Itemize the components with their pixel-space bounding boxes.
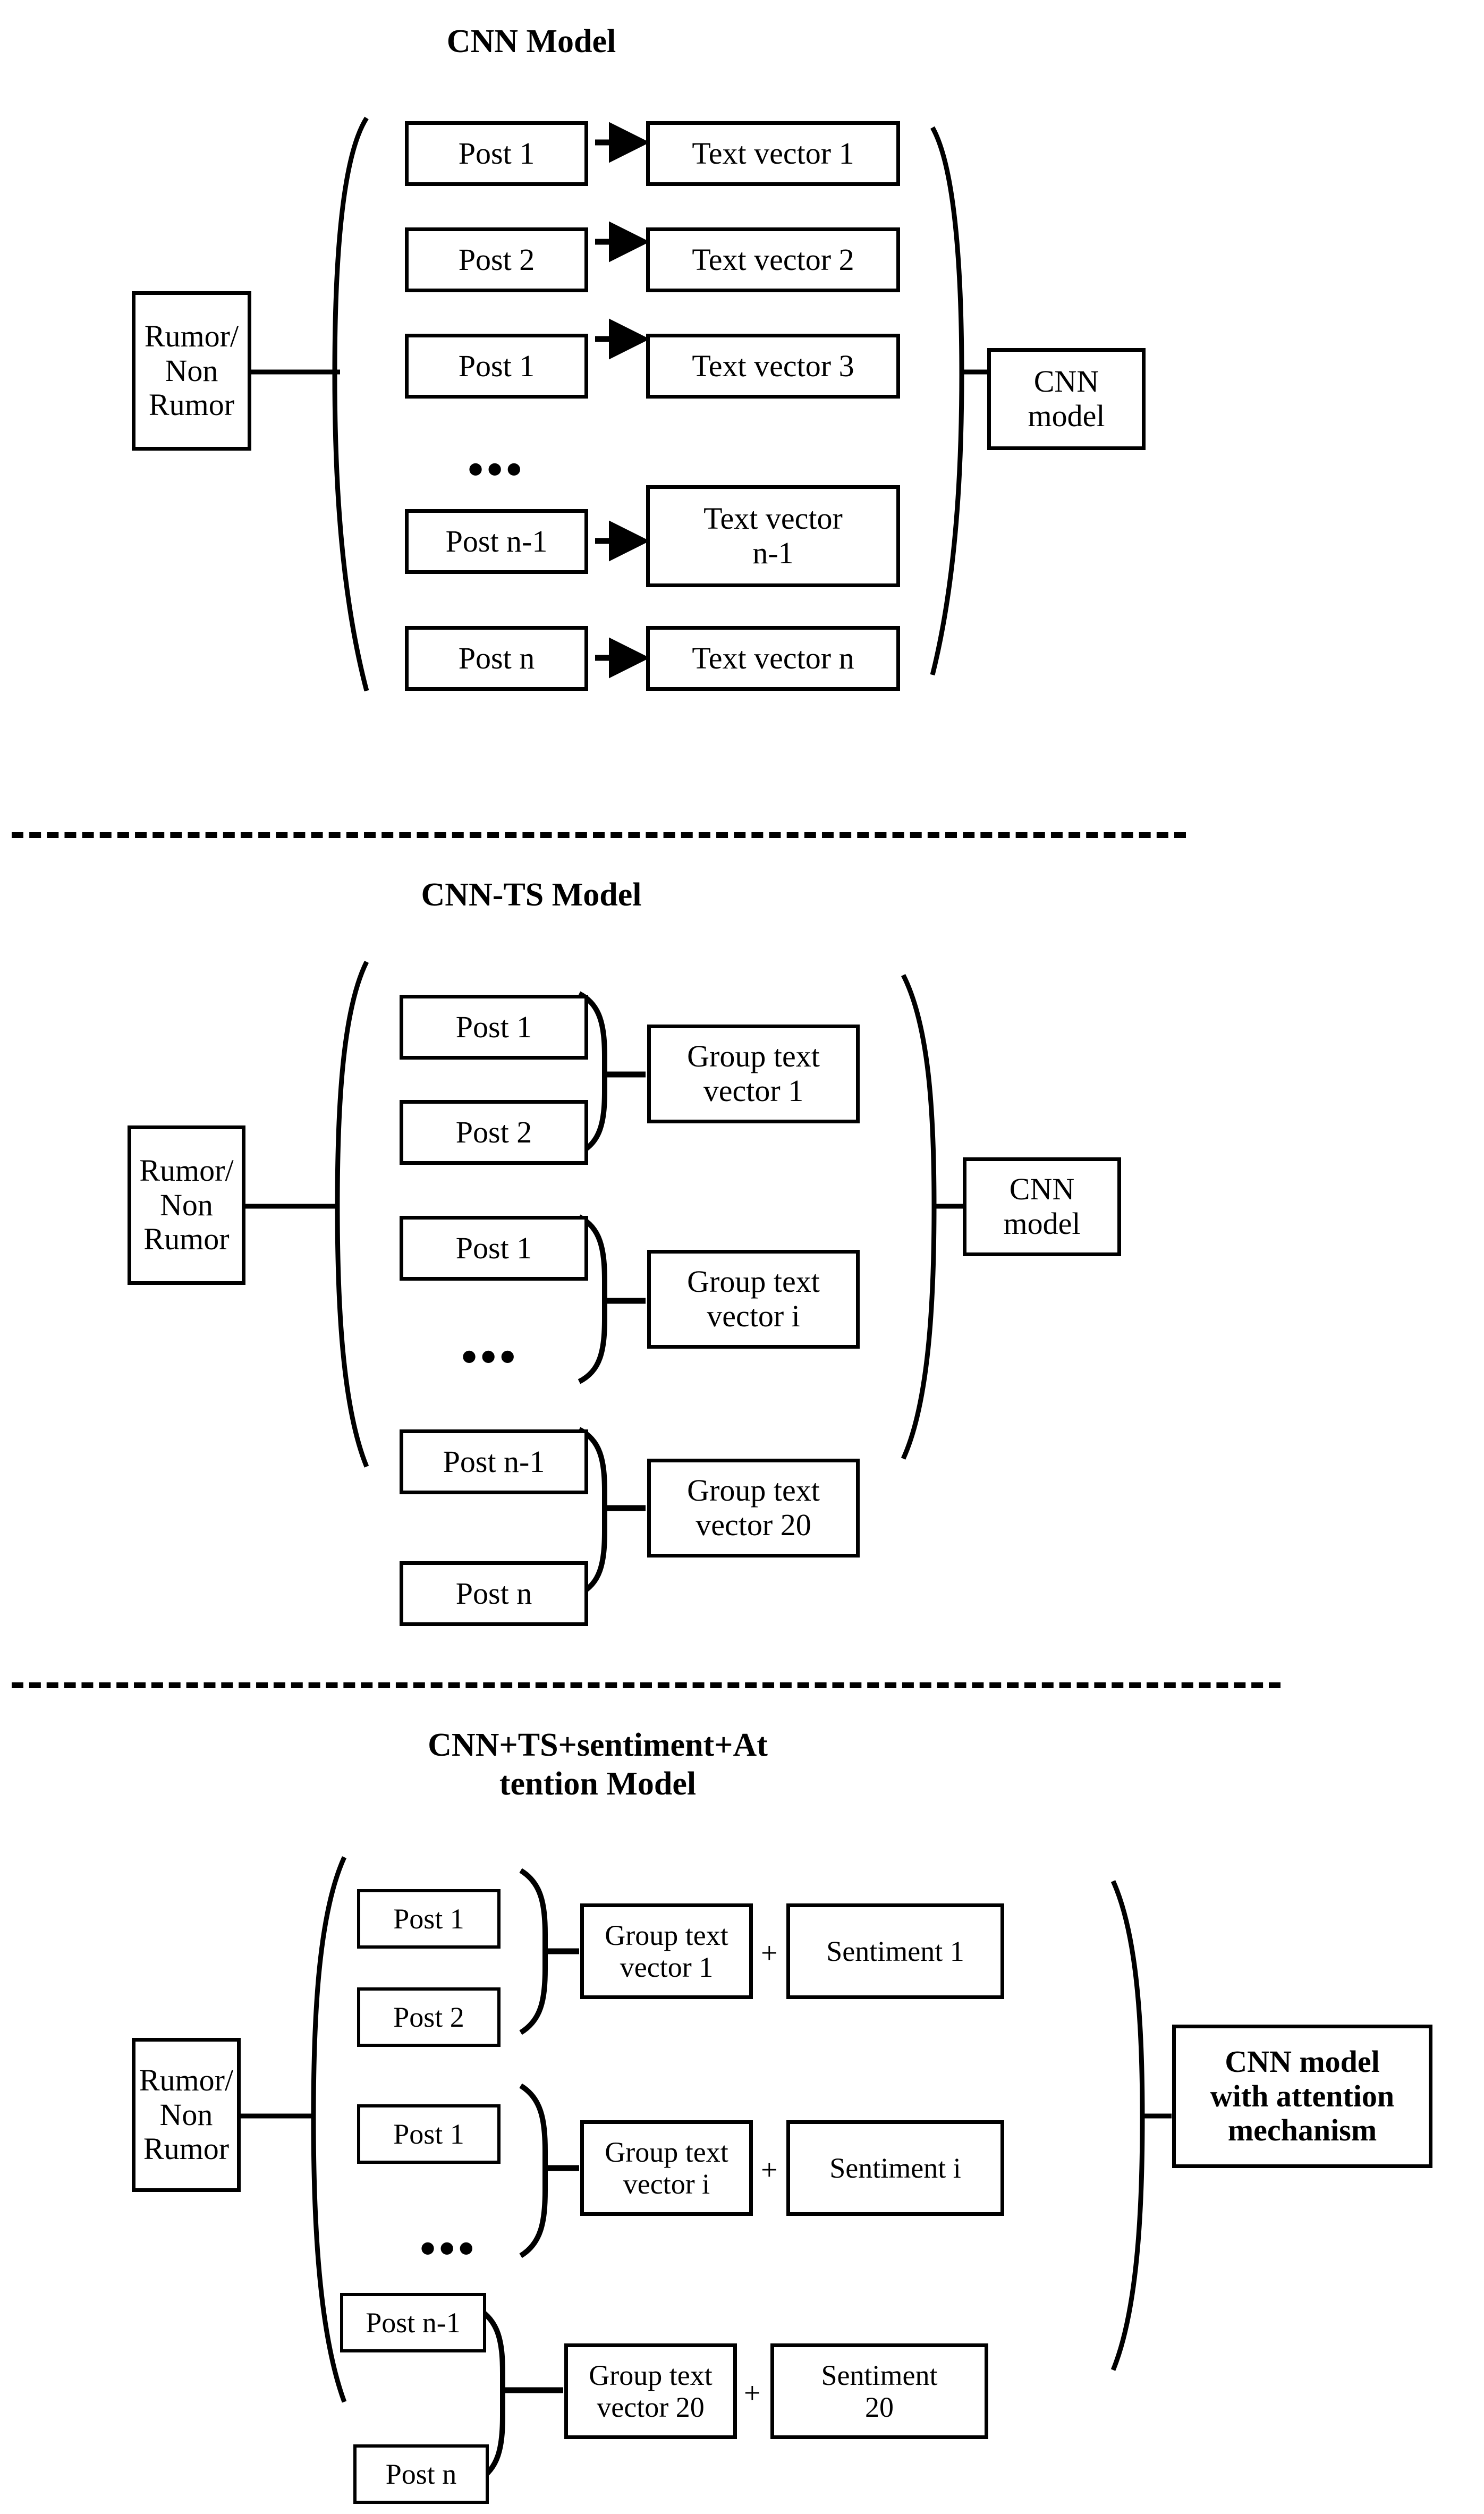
panel1-post-1[interactable]: Post 1 [405,121,588,186]
panel1-left-brace [332,116,369,692]
panel2-group2-post-1[interactable]: Post 1 [400,1216,588,1281]
panel3-group2-post-1[interactable]: Post 1 [357,2104,501,2164]
panel1-ellipsis: ••• [468,444,525,495]
panel2-group3-vector[interactable]: Group text vector 20 [647,1459,860,1558]
panel1-input-box[interactable]: Rumor/ Non Rumor [132,291,251,451]
panel3-group1-plus: + [761,1937,778,1970]
panel1-post-2[interactable]: Post 2 [405,227,588,292]
panel2-output-box[interactable]: CNN model [963,1157,1121,1256]
panel1-vector-n[interactable]: Text vector n [646,626,900,691]
panel3-left-brace [311,1856,347,2403]
panel3-group1-post-1[interactable]: Post 1 [357,1889,501,1949]
panel2-ellipsis: ••• [461,1331,519,1382]
panel2-group2-vector[interactable]: Group text vector i [647,1250,860,1349]
panel1-post-3[interactable]: Post 1 [405,334,588,399]
panel2-group3-post-n[interactable]: Post n [400,1561,588,1626]
panel1-right-brace [930,126,964,676]
panel2-group-stubs [605,1071,646,1511]
panel2-group1-vector[interactable]: Group text vector 1 [647,1025,860,1123]
panel2-right-brace [901,974,937,1460]
panel-divider-2 [12,1682,1281,1688]
panel2-group1-post-2[interactable]: Post 2 [400,1100,588,1165]
panel1-vector-3[interactable]: Text vector 3 [646,334,900,399]
panel3-group1-post-2[interactable]: Post 2 [357,1987,501,2047]
panel2-title: CNN-TS Model [421,877,642,913]
panel3-group1-vector[interactable]: Group text vector 1 [580,1903,753,1999]
panel1-vector-n-1[interactable]: Text vector n-1 [646,485,900,587]
panel3-output-box[interactable]: CNN model with attention mechanism [1172,2025,1432,2168]
panel3-group3-vector[interactable]: Group text vector 20 [564,2343,737,2439]
panel2-left-brace [335,960,369,1468]
panel3-group3-post-n-1[interactable]: Post n-1 [340,2293,486,2352]
panel2-group1-post-1[interactable]: Post 1 [400,995,588,1060]
panel3-group2-plus: + [761,2154,778,2187]
panel1-output-box[interactable]: CNN model [987,348,1146,450]
panel3-group2-vector[interactable]: Group text vector i [580,2120,753,2216]
panel1-row-arrows [595,122,650,679]
panel1-vector-1[interactable]: Text vector 1 [646,121,900,186]
panel1-post-n[interactable]: Post n [405,626,588,691]
panel2-group-braces [578,991,607,1597]
panel3-title: CNN+TS+sentiment+At tention Model [428,1727,768,1802]
panel1-vector-2[interactable]: Text vector 2 [646,227,900,292]
panel-divider-1 [12,832,1186,838]
panel3-group2-sentiment[interactable]: Sentiment i [786,2120,1004,2216]
panel2-group3-post-n-1[interactable]: Post n-1 [400,1429,588,1494]
panel1-title: CNN Model [446,23,616,60]
panel2-input-box[interactable]: Rumor/ Non Rumor [128,1125,245,1285]
panel3-input-box[interactable]: Rumor/ Non Rumor [132,2038,241,2192]
panel3-group1-sentiment[interactable]: Sentiment 1 [786,1903,1004,1999]
panel3-right-brace [1110,1880,1145,2371]
panel3-group3-plus: + [744,2377,761,2410]
panel1-post-n-1[interactable]: Post n-1 [405,509,588,574]
panel3-group-stubs [503,1948,579,2393]
panel3-group3-sentiment[interactable]: Sentiment 20 [770,2343,988,2439]
panel3-ellipsis: ••• [420,2223,478,2274]
panel3-group3-post-n[interactable]: Post n [353,2444,489,2504]
